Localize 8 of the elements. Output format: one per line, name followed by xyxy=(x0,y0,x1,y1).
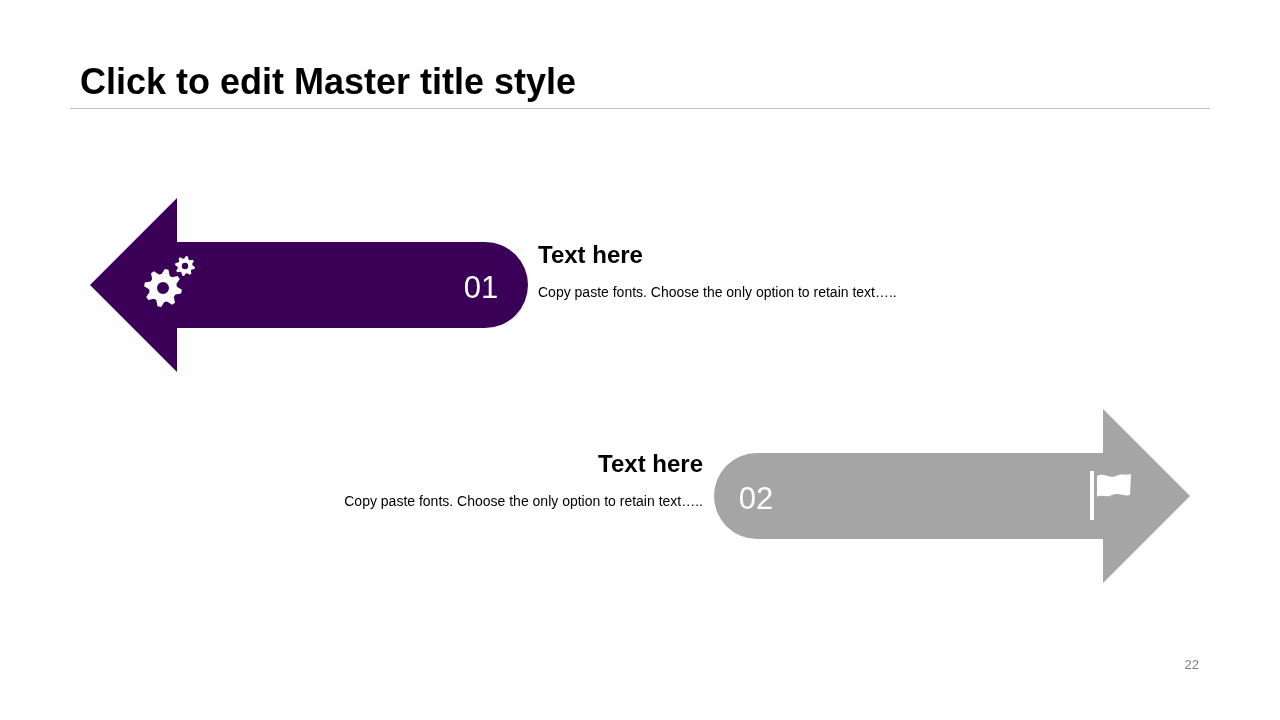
heading: Text here xyxy=(598,452,703,476)
page-number: 22 xyxy=(1184,658,1199,671)
body-text: Copy paste fonts. Choose the only option to retain text….. xyxy=(344,494,703,508)
heading: Text here xyxy=(538,243,643,267)
step-number: 02 xyxy=(738,482,774,514)
step-number: 01 xyxy=(463,271,499,303)
slide-title: Click to edit Master title style xyxy=(80,64,577,100)
body-text: Copy paste fonts. Choose the only option to retain text….. xyxy=(538,285,897,299)
